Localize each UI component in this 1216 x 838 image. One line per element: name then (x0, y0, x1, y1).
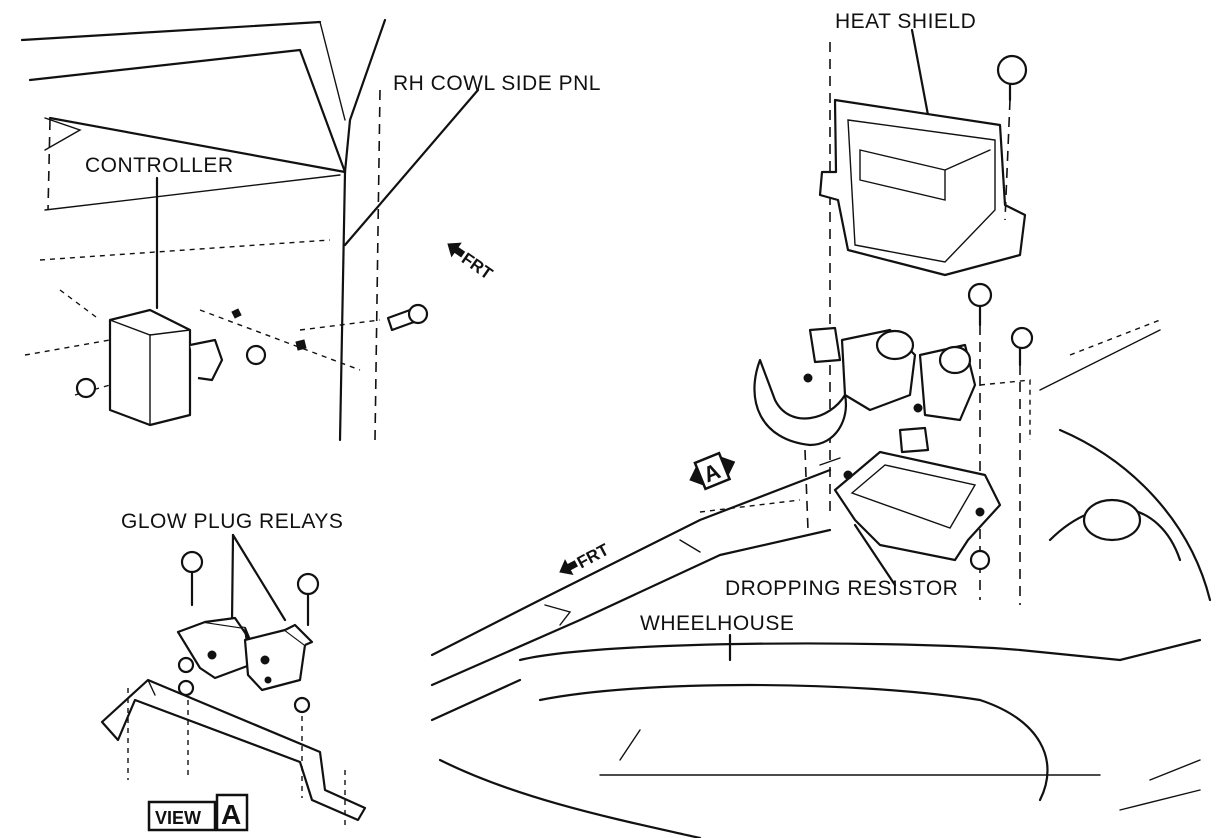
heat-shield (818, 98, 1027, 277)
glow-plug-relay-2 (243, 623, 314, 692)
wheelhouse (438, 319, 1212, 838)
frt-upper-label: FRT (458, 249, 496, 284)
front-direction-arrow-lower: FRT (559, 540, 613, 576)
relay-bolt-left (180, 550, 204, 607)
washer-left-1 (177, 656, 195, 674)
dropping-resistor-bracket (753, 326, 1031, 454)
relay-leader-2 (231, 533, 287, 622)
view-letter: A (221, 799, 241, 830)
relay-mounting-bracket (100, 678, 367, 830)
heat-shield-label: HEAT SHIELD (835, 10, 976, 33)
glow-plug-relays-label: GLOW PLUG RELAYS (121, 510, 343, 533)
bracket-bolt-2 (1010, 326, 1034, 605)
engine-compartment-assembly: HEAT SHIELD (430, 10, 1212, 838)
dropping-resistor-leader (853, 523, 897, 587)
mounting-screw (386, 303, 429, 332)
relay-bolt-right (296, 572, 320, 627)
cowl-leader (343, 88, 480, 247)
cowl-controller-assembly: CONTROLLER RH COWL SIDE PNL (20, 18, 601, 442)
washer-right (293, 696, 311, 714)
controller-label: CONTROLLER (85, 154, 234, 177)
wheelhouse-label: WHEELHOUSE (640, 612, 794, 635)
front-direction-arrow-upper: FRT (447, 242, 497, 284)
view-word: VIEW (155, 808, 201, 828)
glow-plug-relays-view: GLOW PLUG RELAYS (100, 510, 367, 832)
rh-cowl-side-pnl-label: RH COWL SIDE PNL (393, 72, 601, 95)
dropping-resistor (833, 450, 1002, 571)
fender-rail (430, 449, 841, 722)
glow-plug-relay-1 (176, 616, 252, 680)
view-a-badge: VIEW A (147, 793, 249, 832)
heat-shield-bolt (996, 54, 1028, 221)
controller-box (75, 308, 307, 427)
view-a-callout: A (689, 451, 736, 491)
dropping-resistor-label: DROPPING RESISTOR (725, 577, 958, 600)
heat-shield-leader (910, 28, 930, 117)
relay-leader-1 (230, 533, 235, 624)
